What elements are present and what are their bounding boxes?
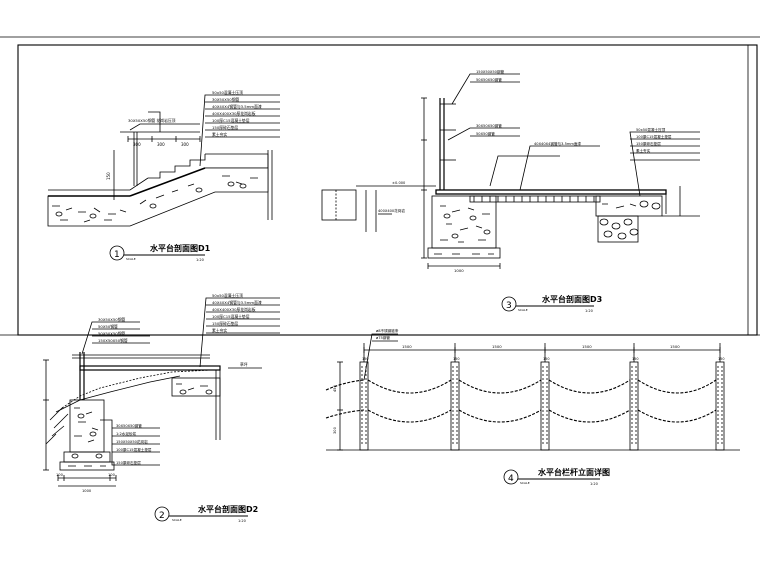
detail-4-post-dim: 150 <box>718 357 724 361</box>
detail-1: 300 300 300 150 50x50混凝土压顶 30X50X50钢管 40… <box>47 90 280 262</box>
detail-4-sub: SCALE <box>520 481 530 485</box>
detail-1-callout: 50x50混凝土压顶 <box>212 90 243 95</box>
detail-2-callout: 1:2水泥砂浆 <box>116 431 137 436</box>
detail-4-height: 450 <box>333 384 337 392</box>
detail-1-callout: 素土夯实 <box>212 132 227 137</box>
detail-3-callout: 50X50钢管 <box>476 131 495 136</box>
detail-1-callout: 400X400X30厚花岗岩板 <box>212 111 256 116</box>
detail-1-callout: 40X40X4钢管与3.5mm面漆 <box>212 104 262 109</box>
detail-2-callout: 30X50X50钢管 <box>98 317 125 322</box>
detail-1-scale: 1:20 <box>196 258 204 262</box>
detail-1-dim: 300 <box>157 142 165 147</box>
detail-4-callout: ø8不锈钢链条 <box>376 328 399 333</box>
detail-2-callout: 150X50X50钢管 <box>98 338 128 343</box>
detail-2-callout: 50x50混凝土压顶 <box>212 293 243 298</box>
detail-4-title: 水平台栏杆立面详图 <box>537 467 610 477</box>
detail-2-callout: 40X40X4钢管与3.5mm面漆 <box>212 300 262 305</box>
detail-2-sub: SCALE <box>172 518 182 522</box>
detail-4: 1500 1500 1500 1500 150 150 150 150 150 … <box>325 328 740 486</box>
detail-2-callout: 素土夯实 <box>212 328 227 333</box>
detail-1-title: 水平台剖面图D1 <box>149 243 211 253</box>
detail-1-dim: 300 <box>133 142 141 147</box>
detail-3-left-label: 400X400花岗岩 <box>378 208 405 213</box>
detail-4-span: 1500 <box>670 344 680 349</box>
detail-2-side-note: 草坪 <box>240 362 248 367</box>
detail-2-scale: 1:20 <box>238 519 246 523</box>
detail-4-scale: 1:20 <box>590 482 598 486</box>
detail-4-span: 1500 <box>402 344 412 349</box>
detail-2-dim: 100 <box>56 473 64 477</box>
detail-1-number: 1 <box>114 250 120 260</box>
detail-1-section <box>47 94 280 227</box>
detail-3-scale: 1:20 <box>585 309 593 313</box>
detail-2-callout: 400X400X30厚花岗岩板 <box>212 307 256 312</box>
detail-3: 150X50X50钢管 50X50X50钢管 30X50X50钢管 50X50钢… <box>321 69 700 313</box>
detail-3-callout: 素土夯实 <box>636 148 651 153</box>
detail-3-callout: 50X50X50钢管 <box>476 77 502 82</box>
detail-1-callout: 30X50X50钢管 <box>212 97 239 102</box>
detail-4-post-dim: 150 <box>453 357 459 361</box>
detail-4-callout: ø75钢管 <box>376 335 390 340</box>
detail-1-sub: SCALE <box>126 257 136 261</box>
detail-2-callout: 50X50X50钢管 <box>98 331 125 336</box>
detail-1-dim: 300 <box>181 142 189 147</box>
detail-2-title-block: 2 水平台剖面图D2 SCALE 1:20 <box>154 504 258 523</box>
detail-4-span: 1500 <box>492 344 502 349</box>
detail-2-dim: 1000 <box>82 489 92 493</box>
detail-4-post-dim: 150 <box>543 357 549 361</box>
detail-3-callout: 30X50X50钢管 <box>476 123 502 128</box>
detail-2-callout: 150X50X50花岗岩 <box>116 439 148 444</box>
detail-3-level-mark: ±0.000 <box>392 181 406 185</box>
detail-1-left-note: 30X50X50钢管 花岗岩压顶 <box>128 118 176 123</box>
detail-2-callout: 100厚C15混凝土垫层 <box>116 447 152 452</box>
detail-3-title-block: 3 水平台剖面图D3 SCALE 1:20 <box>501 294 602 313</box>
detail-2-callout: 100厚C15混凝土垫层 <box>212 314 250 319</box>
detail-4-elevation <box>325 333 740 451</box>
detail-2-callout: 30X50X50钢管 <box>116 423 142 428</box>
detail-2-number: 2 <box>159 511 165 521</box>
detail-4-title-block: 4 水平台栏杆立面详图 SCALE 1:20 <box>503 467 610 486</box>
detail-3-callout: 150厚碎石垫层 <box>636 141 661 146</box>
detail-2-title: 水平台剖面图D2 <box>197 504 258 514</box>
detail-3-callout: 150X50X50钢管 <box>476 69 505 74</box>
detail-2-callout: 150厚碎石垫层 <box>212 321 238 326</box>
sheet-frame <box>0 36 760 336</box>
detail-3-callout: 40X40X4钢管与3.5mm面漆 <box>534 141 581 146</box>
detail-2-callout: 50X50钢管 <box>98 324 118 329</box>
detail-4-post-dim: 150 <box>632 357 638 361</box>
detail-4-span: 1500 <box>582 344 592 349</box>
detail-3-number: 3 <box>506 301 512 311</box>
detail-3-callout: 100厚C15混凝土垫层 <box>636 134 672 139</box>
detail-1-height-dim: 150 <box>106 172 111 180</box>
detail-3-sub: SCALE <box>518 308 528 312</box>
detail-4-number: 4 <box>508 474 514 484</box>
detail-4-height: 300 <box>333 426 337 434</box>
detail-3-width-dim: 1000 <box>454 268 464 273</box>
detail-4-post-dim: 150 <box>362 357 368 361</box>
detail-2: 50x50混凝土压顶 40X40X4钢管与3.5mm面漆 400X400X30厚… <box>43 293 280 523</box>
detail-1-callout: 150厚碎石垫层 <box>212 125 238 130</box>
detail-3-callout: 50x50混凝土压顶 <box>636 127 666 132</box>
detail-3-section <box>321 73 700 269</box>
detail-3-title: 水平台剖面图D3 <box>541 294 602 304</box>
detail-2-callout: 150厚碎石垫层 <box>116 460 141 465</box>
detail-1-title-block: 1 水平台剖面图D1 SCALE 1:20 <box>109 243 211 262</box>
detail-2-section <box>43 297 280 487</box>
detail-2-dim: 100 <box>108 473 116 477</box>
detail-1-callout: 100厚C15混凝土垫层 <box>212 118 250 123</box>
